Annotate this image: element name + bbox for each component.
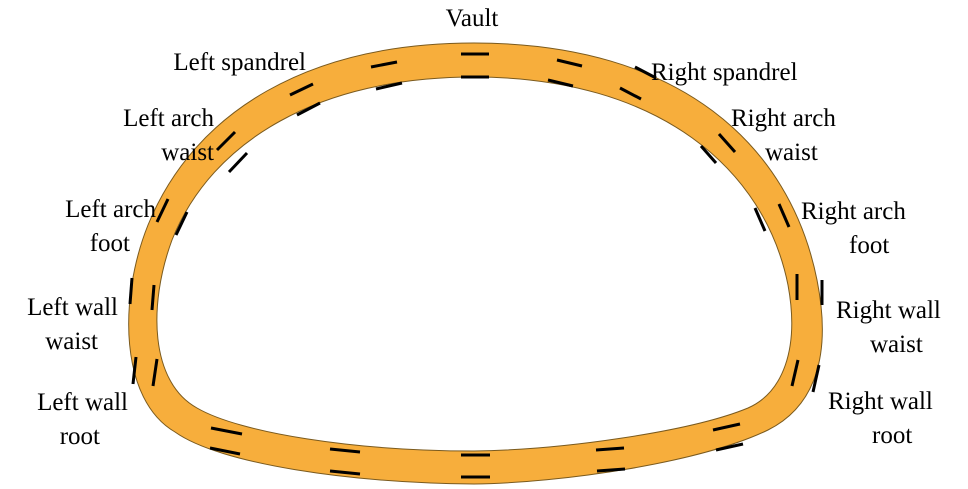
marker-bottom-a-inner [209,446,241,456]
tunnel-lining-ring [128,42,823,485]
marker-left-wall-root-outer [131,356,138,385]
marker-right-spandrel-b-outer [547,78,574,88]
label-left-arch-waist-line2: waist [161,139,214,166]
label-left-wall-root-line1: Left wall [37,389,128,416]
label-right-wall-root: Right wall root [828,385,964,453]
label-right-arch-waist-line1: Right arch [731,105,836,132]
label-left-spandrel: Left spandrel [173,49,306,76]
marker-left-spandrel-b-inner [296,101,321,117]
marker-left-spandrel-a-outer [370,60,398,69]
marker-left-arch-waist-inner [227,151,249,174]
label-right-wall-waist: Right wall waist [836,294,966,362]
marker-bottom-e-inner [715,442,744,452]
marker-left-arch-foot-outer [155,198,170,223]
marker-right-arch-foot-inner [777,203,791,228]
marker-left-wall-root-inner [151,358,159,387]
marker-left-wall-waist-inner [150,284,156,311]
marker-bottom-b-outer [329,447,361,454]
label-left-arch-waist: Left arch waist [60,102,214,170]
label-left-wall-waist-line1: Left wall [27,294,118,321]
label-vault: Vault [445,5,499,32]
marker-right-spandrel-a-inner [634,65,657,80]
marker-right-arch-waist-inner [717,133,737,153]
label-left-arch-waist-line1: Left arch [123,105,214,132]
marker-bottom-e-outer [712,422,741,432]
marker-right-arch-waist-outer [699,145,718,164]
monitoring-points [128,52,824,479]
marker-right-arch-foot-outer [753,207,767,232]
label-right-arch-foot-line1: Right arch [801,198,906,225]
label-right-wall-waist-line1: Right wall [836,297,941,324]
marker-right-spandrel-b-inner [556,58,583,68]
label-right-wall-root-line1: Right wall [828,388,933,415]
marker-left-spandrel-a-inner [375,81,403,91]
label-left-arch-foot-line2: foot [89,230,130,257]
label-left-arch-foot: Left arch foot [10,193,156,261]
marker-left-spandrel-b-outer [289,82,314,97]
label-left-arch-foot-line1: Left arch [65,196,156,223]
marker-left-arch-foot-inner [174,211,189,236]
label-left-wall-waist-line2: waist [45,328,98,355]
label-right-wall-root-line2: root [872,422,913,449]
marker-left-arch-waist-outer [215,130,237,152]
marker-left-wall-waist-outer [128,277,134,305]
label-left-wall-root: Left wall root [10,386,128,454]
marker-right-wall-root-outer [790,359,800,387]
marker-bottom-a-outer [210,426,243,436]
marker-right-spandrel-a-outer [619,86,642,101]
label-right-wall-waist-line2: waist [870,331,923,358]
label-left-wall-waist: Left wall waist [0,291,118,359]
marker-bottom-d-inner [596,467,626,473]
label-left-wall-root-line2: root [59,423,100,450]
label-right-arch-waist-line2: waist [765,139,818,166]
label-right-spandrel: Right spandrel [651,59,798,86]
label-right-arch-foot: Right arch foot [801,195,961,263]
marker-bottom-b-inner [329,469,361,476]
label-right-arch-foot-line2: foot [849,232,890,259]
marker-right-wall-root-inner [811,364,821,393]
marker-bottom-d-outer [595,446,625,452]
label-right-arch-waist: Right arch waist [731,102,891,170]
